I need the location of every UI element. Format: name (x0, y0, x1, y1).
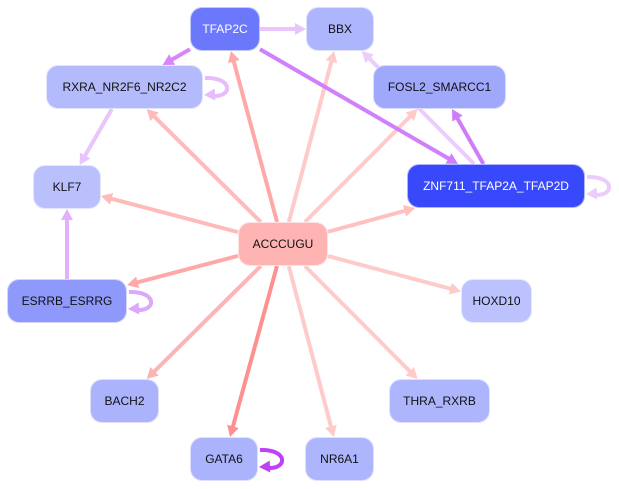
edge-acccugu-to-nr6a1[interactable] (286, 265, 334, 428)
node-label: THRA_RXRB (403, 394, 476, 408)
edge-tfap2c-to-znf711-tfap2a-tfap2d-arrowhead (445, 153, 459, 164)
node-tfap2c[interactable]: TFAP2C (190, 7, 260, 51)
edge-znf711-tfap2a-tfap2d-to-znf711-tfap2a-tfap2d-arrowhead (586, 187, 598, 200)
node-klf7[interactable]: KLF7 (33, 165, 101, 209)
node-bach2[interactable]: BACH2 (90, 379, 159, 423)
node-label: GATA6 (205, 452, 243, 466)
edge-znf711-tfap2a-tfap2d-to-znf711-tfap2a-tfap2d[interactable] (586, 174, 612, 198)
edge-acccugu-to-fosl2-smarcc1[interactable] (303, 114, 412, 224)
node-label: NR6A1 (320, 452, 359, 466)
edge-acccugu-to-tfap2c-arrowhead (228, 51, 240, 64)
edge-layer (61, 23, 612, 473)
edge-acccugu-to-bbx-arrowhead (325, 51, 338, 64)
node-label: KLF7 (52, 180, 82, 194)
node-label: BACH2 (104, 394, 145, 408)
edge-rxra-nr2f6-nr2c2-to-klf7[interactable] (82, 108, 114, 158)
edge-acccugu-to-rxra-nr2f6-nr2c2[interactable] (152, 114, 263, 224)
edge-tfap2c-to-znf711-tfap2a-tfap2d[interactable] (258, 47, 451, 161)
node-label: ZNF711_TFAP2A_TFAP2D (423, 179, 569, 193)
edge-gata6-to-gata6[interactable] (259, 447, 285, 471)
edge-znf711-tfap2a-tfap2d-to-bbx-arrowhead (361, 51, 374, 64)
node-fosl2-smarcc1[interactable]: FOSL2_SMARCC1 (373, 65, 506, 109)
edge-acccugu-to-klf7-arrowhead (101, 192, 114, 205)
edge-acccugu-to-tfap2c[interactable] (231, 60, 279, 223)
node-rxra-nr2f6-nr2c2[interactable]: RXRA_NR2F6_NR2C2 (46, 65, 203, 109)
node-label: RXRA_NR2F6_NR2C2 (62, 80, 187, 94)
edge-rxra-nr2f6-nr2c2-to-klf7-arrowhead (79, 152, 91, 165)
edge-acccugu-to-gata6[interactable] (230, 265, 279, 428)
node-hoxd10[interactable]: HOXD10 (461, 279, 532, 323)
edge-acccugu-to-gata6-arrowhead (227, 424, 239, 437)
edge-acccugu-to-thra-rxrb[interactable] (303, 264, 412, 374)
node-acccugu[interactable]: ACCCUGU (238, 222, 328, 266)
edge-acccugu-to-fosl2-smarcc1-arrowhead (405, 109, 418, 122)
node-nr6a1[interactable]: NR6A1 (305, 437, 374, 481)
edge-gata6-to-gata6-arrowhead (259, 460, 271, 473)
edge-acccugu-to-hoxd10-arrowhead (448, 282, 461, 295)
edge-acccugu-to-esrrb-esrrg-arrowhead (127, 276, 140, 289)
node-esrrb-esrrg[interactable]: ESRRB_ESRRG (7, 279, 127, 323)
edge-znf711-tfap2a-tfap2d-to-fosl2-smarcc1[interactable] (455, 116, 486, 165)
edge-acccugu-to-znf711-tfap2a-tfap2d[interactable] (327, 208, 407, 234)
edge-esrrb-esrrg-to-esrrb-esrrg[interactable] (128, 289, 154, 313)
node-label: FOSL2_SMARCC1 (387, 80, 492, 94)
edge-rxra-nr2f6-nr2c2-to-rxra-nr2f6-nr2c2[interactable] (204, 75, 230, 99)
edge-acccugu-to-bach2[interactable] (152, 264, 263, 374)
node-znf711-tfap2a-tfap2d[interactable]: ZNF711_TFAP2A_TFAP2D (407, 164, 585, 208)
edge-tfap2c-to-rxra-nr2f6-nr2c2[interactable] (170, 47, 191, 62)
edge-acccugu-to-bach2-arrowhead (146, 366, 159, 379)
edge-esrrb-esrrg-to-esrrb-esrrg-arrowhead (128, 302, 140, 315)
node-label: HOXD10 (472, 294, 521, 308)
edge-acccugu-to-znf711-tfap2a-tfap2d-arrowhead (403, 205, 416, 217)
node-label: BBX (327, 22, 352, 36)
edge-acccugu-to-nr6a1-arrowhead (325, 424, 337, 437)
edge-acccugu-to-esrrb-esrrg[interactable] (136, 253, 239, 285)
edge-acccugu-to-klf7[interactable] (110, 196, 239, 235)
node-gata6[interactable]: GATA6 (190, 437, 258, 481)
edge-rxra-nr2f6-nr2c2-to-rxra-nr2f6-nr2c2-arrowhead (204, 88, 216, 101)
edge-tfap2c-to-bbx-arrowhead (295, 23, 306, 35)
edge-tfap2c-to-rxra-nr2f6-nr2c2-arrowhead (162, 54, 176, 65)
node-bbx[interactable]: BBX (306, 7, 374, 51)
edge-znf711-tfap2a-tfap2d-to-fosl2-smarcc1-arrowhead (452, 109, 463, 122)
edge-esrrb-esrrg-to-klf7-arrowhead (61, 209, 73, 220)
node-label: ACCCUGU (252, 237, 314, 251)
edge-acccugu-to-rxra-nr2f6-nr2c2-arrowhead (146, 109, 159, 122)
edge-acccugu-to-hoxd10[interactable] (327, 254, 452, 291)
node-label: TFAP2C (202, 22, 248, 36)
edge-acccugu-to-thra-rxrb-arrowhead (405, 366, 418, 379)
node-label: ESRRB_ESRRG (21, 294, 113, 308)
node-thra-rxrb[interactable]: THRA_RXRB (389, 379, 490, 423)
